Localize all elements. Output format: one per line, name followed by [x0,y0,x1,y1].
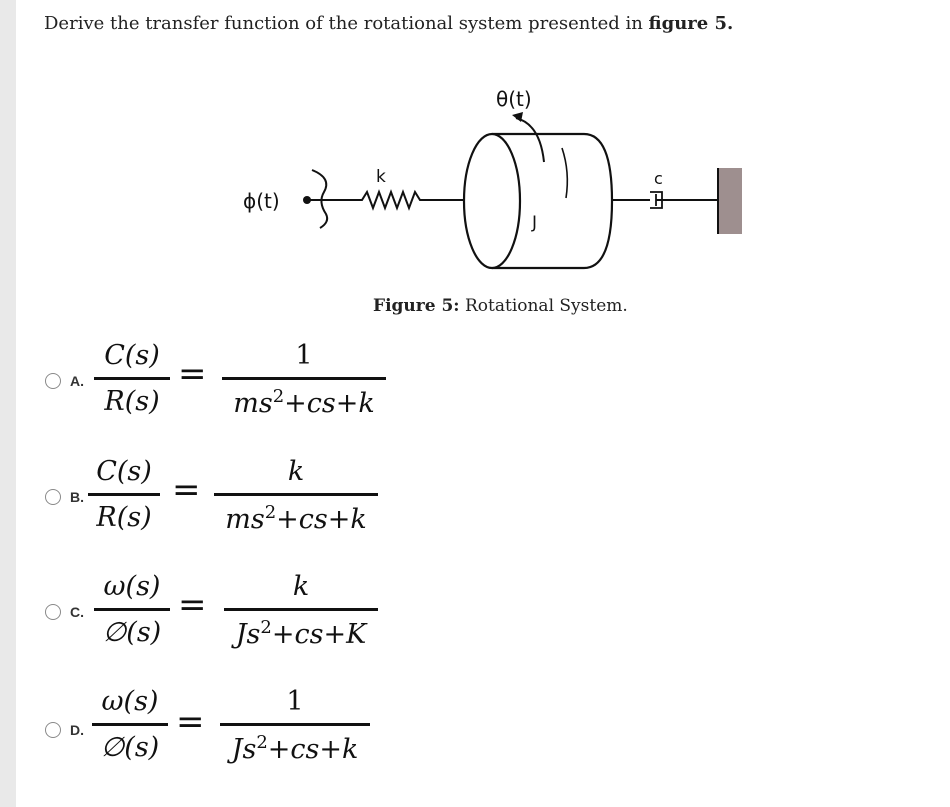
option-d-rhs-denominator: Js2+cs+k [220,732,370,765]
option-b-lhs: C(s) R(s) [88,456,160,533]
option-d-den-part2: +cs+k [267,734,359,765]
damper-c-label: c [654,169,663,188]
option-a-lhs: C(s) R(s) [94,340,170,417]
figure-reference: figure 5. [648,13,734,34]
option-b-rhs-denominator: ms2+cs+k [214,502,378,535]
option-a-den-exponent: 2 [272,386,285,407]
question-prefix: Derive the transfer function of the rota… [44,13,649,34]
option-b-lhs-bar [88,493,160,496]
option-c-rhs: k Js2+cs+K [224,571,378,650]
caption-text: Rotational System. [459,296,628,316]
option-d-lhs: ω(s) ∅(s) [92,686,168,763]
option-d-lhs-bar [92,723,168,726]
option-c-equals: = [178,585,207,625]
rotational-system-diagram: θ(t) ϕ(t) k J c [243,87,742,270]
theta-label: θ(t) [496,87,532,111]
option-b-lhs-denominator: R(s) [96,502,152,533]
option-b-rhs-bar [214,493,378,496]
option-d-letter: D. [70,722,84,738]
option-c-lhs: ω(s) ∅(s) [94,571,170,648]
option-a-rhs-denominator: ms2+cs+k [222,386,386,419]
option-b-rhs: k ms2+cs+k [214,456,378,535]
option-a-den-part1: ms [233,388,273,419]
option-d-lhs-numerator: ω(s) [101,686,159,717]
spring-k-label: k [376,167,386,187]
option-b-equals: = [172,470,201,510]
option-c-rhs-denominator: Js2+cs+K [224,617,378,650]
radio-option-c[interactable] [45,604,61,620]
option-b-lhs-numerator: C(s) [96,456,152,487]
option-a-den-part2: +cs+k [284,388,375,419]
option-d-equals: = [176,702,205,742]
option-b-den-part1: ms [225,504,265,535]
cylinder-back-face [583,132,614,270]
option-a-equals: = [178,354,207,394]
option-c-den-exponent: 2 [260,617,272,638]
left-margin-bar [0,0,16,807]
option-b-den-exponent: 2 [264,502,277,523]
option-a-letter: A. [70,373,84,389]
phi-arrow [311,169,329,229]
rotational-system-figure: θ(t) ϕ(t) k J c [240,82,760,286]
fixed-wall [718,168,742,234]
option-c-lhs-bar [94,608,170,611]
option-b-den-part2: +cs+k [276,504,367,535]
option-b-rhs-numerator: k [287,456,305,487]
option-a-lhs-bar [94,377,170,380]
option-d-rhs: 1 Js2+cs+k [220,686,370,765]
option-c-lhs-numerator: ω(s) [103,571,161,602]
option-d-lhs-denominator: ∅(s) [100,732,160,763]
option-b-letter: B. [70,489,84,505]
radio-option-b[interactable] [45,489,61,505]
option-c-den-part2: +cs+K [271,619,367,650]
cylinder-shading [561,147,569,199]
phi-label: ϕ(t) [243,189,280,213]
option-a-rhs-bar [222,377,386,380]
question-text: Derive the transfer function of the rota… [44,13,733,34]
option-c-rhs-numerator: k [292,571,310,602]
option-a-rhs: 1 ms2+cs+k [222,340,386,419]
option-c-rhs-bar [224,608,378,611]
option-a-lhs-numerator: C(s) [104,340,160,371]
option-a-lhs-denominator: R(s) [104,386,160,417]
option-d-den-part1: Js [231,734,257,765]
option-a-rhs-numerator: 1 [295,340,313,371]
radio-option-a[interactable] [45,373,61,389]
caption-label: Figure 5: [373,296,460,316]
option-c-letter: C. [70,604,84,620]
option-d-den-exponent: 2 [256,732,268,753]
option-c-den-part1: Js [235,619,261,650]
theta-arrow [515,117,545,163]
theta-arrowhead [512,112,523,122]
spring [352,189,480,211]
radio-option-d[interactable] [45,722,61,738]
figure-caption: Figure 5: Rotational System. [373,296,628,316]
option-d-rhs-numerator: 1 [286,686,304,717]
option-d-rhs-bar [220,723,370,726]
inertia-j-label: J [531,213,537,233]
cylinder-front-face [462,132,522,270]
option-c-lhs-denominator: ∅(s) [102,617,162,648]
